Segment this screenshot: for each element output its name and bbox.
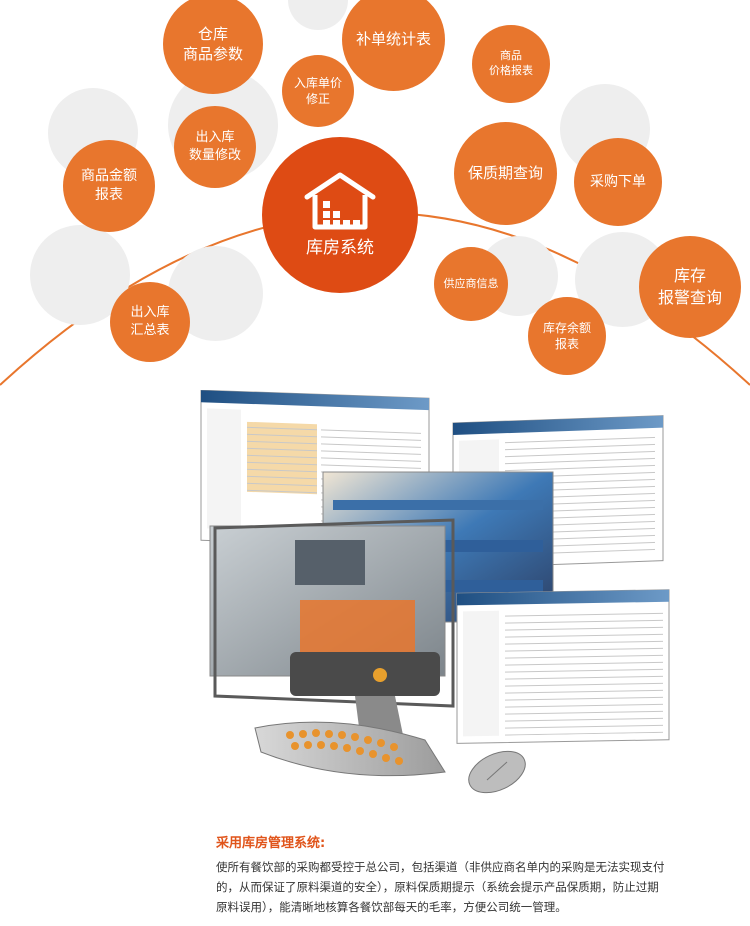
bubble-label: 保质期查询 <box>467 164 543 183</box>
center-label: 库房系统 <box>306 237 374 258</box>
bubble-label: 出入库 <box>130 305 170 321</box>
computer-illustration <box>200 390 670 794</box>
bubble-label: 商品 <box>500 49 522 63</box>
warehouse-house-icon <box>304 172 376 230</box>
bubble-label: 报表 <box>554 337 579 351</box>
description-line: 的，从而保证了原料渠道的安全），原料保质期提示（系统会提示产品保质期，防止过期 <box>216 880 659 894</box>
bubble-label: 库存 <box>673 266 706 286</box>
bubble-label: 商品金额 <box>81 168 137 185</box>
bubble-label: 出入库 <box>195 130 235 146</box>
bubble-label: 报表 <box>95 187 123 203</box>
bubble-label: 数量修改 <box>188 148 241 163</box>
bubble-supplier-info[interactable]: 供应商信息 <box>434 247 508 321</box>
bubble-goods-amount-report[interactable]: 商品金额报表 <box>63 140 155 232</box>
bubble-entry-price-edit[interactable]: 入库单价修正 <box>282 55 354 127</box>
bubble-label: 价格报表 <box>489 64 533 77</box>
description-heading: 采用库房管理系统: <box>216 836 326 851</box>
bubble-label: 库存余额 <box>542 320 591 335</box>
bubble-label: 报警查询 <box>657 288 722 307</box>
bubble-warehouse-params[interactable]: 仓库商品参数 <box>163 0 263 94</box>
bubble-stock-balance-report[interactable]: 库存余额报表 <box>528 297 606 375</box>
bubble-label: 商品参数 <box>182 45 243 63</box>
bubble-label: 补单统计表 <box>355 30 431 49</box>
bubble-label: 仓库 <box>197 24 228 43</box>
description-line: 使所有餐饮部的采购都受控于总公司，包括渠道（非供应商名单内的采购是无法实现支付 <box>216 860 665 874</box>
bubble-label: 入库单价 <box>293 75 342 90</box>
bubble-label: 汇总表 <box>130 323 170 338</box>
bubble-shelf-life-query[interactable]: 保质期查询 <box>454 122 557 225</box>
bubble-label: 修正 <box>305 92 330 106</box>
bubble-label: 采购下单 <box>590 173 646 190</box>
bubble-inout-summary[interactable]: 出入库汇总表 <box>110 282 190 362</box>
bubble-inout-qty-edit[interactable]: 出入库数量修改 <box>174 106 256 188</box>
description-block: 采用库房管理系统: 使所有餐饮部的采购都受控于总公司，包括渠道（非供应商名单内的… <box>216 832 736 917</box>
bubble-supplement-stats[interactable]: 补单统计表 <box>342 0 445 91</box>
bubble-stock-alert-query[interactable]: 库存报警查询 <box>639 236 741 338</box>
description-line: 原料误用），能清晰地核算各餐饮部每天的毛率，方便公司统一管理。 <box>216 900 567 914</box>
bubble-label: 供应商信息 <box>443 276 499 290</box>
bubble-purchase-order[interactable]: 采购下单 <box>574 138 662 226</box>
bubble-goods-price-report[interactable]: 商品价格报表 <box>472 25 550 103</box>
center-bubble-warehouse-system[interactable]: 库房系统 <box>262 137 418 293</box>
